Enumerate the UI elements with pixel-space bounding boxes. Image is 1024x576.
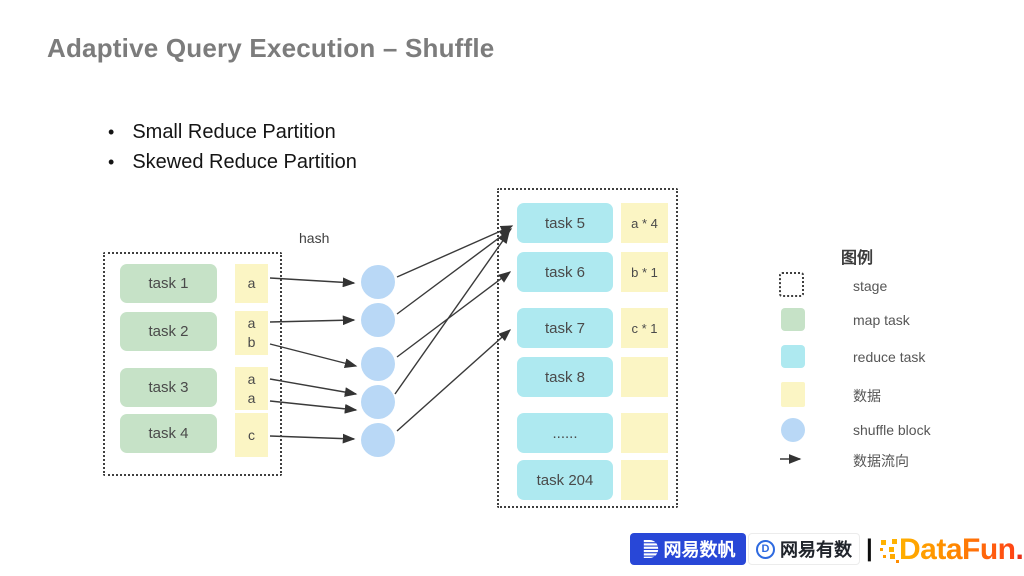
data-item: c <box>248 426 255 443</box>
shuffle-block-4 <box>361 385 395 419</box>
netease-youshu-logo: D 网易有数 <box>748 533 860 565</box>
legend-label-shuffle-block: shuffle block <box>853 422 931 438</box>
bullet-list: Small Reduce Partition Skewed Reduce Par… <box>108 117 357 177</box>
map-task-4: task 4 <box>120 414 217 453</box>
shuffle-block-5 <box>361 423 395 457</box>
data-item: a <box>247 370 256 387</box>
map-task-2: task 2 <box>120 312 217 351</box>
flow-arrow <box>394 230 510 395</box>
reduce-data-block-5 <box>621 413 668 453</box>
legend-label-map-task: map task <box>853 312 910 328</box>
shuffle-block-1 <box>361 265 395 299</box>
youshu-d-circle-icon: D <box>756 539 775 559</box>
youshu-logo-text: 网易有数 <box>780 540 852 560</box>
flow-arrow <box>396 271 512 358</box>
bullet-marker <box>108 117 132 147</box>
flow-arrow <box>269 378 358 397</box>
flow-arrow <box>269 400 358 414</box>
bullet-item: Small Reduce Partition <box>108 117 357 147</box>
hash-label: hash <box>299 230 330 246</box>
flow-arrow <box>396 329 512 432</box>
legend-label-data: 数据 <box>853 388 881 404</box>
legend-label-reduce-task: reduce task <box>853 349 926 365</box>
bullet-item: Skewed Reduce Partition <box>108 147 357 177</box>
logo-separator: | <box>866 535 873 562</box>
datafun-logo: DataFun . <box>878 531 1024 569</box>
datafun-logo-period: . <box>1015 533 1024 566</box>
shufan-logo-text: 网易数帆 <box>663 540 736 560</box>
page-title: Adaptive Query Execution – Shuffle <box>47 33 495 63</box>
data-item: b <box>247 334 256 350</box>
map-task-1: task 1 <box>120 264 217 303</box>
legend-shuffle-block-swatch <box>781 418 805 442</box>
map-data-block-2: a b <box>235 311 268 355</box>
flow-arrow <box>269 433 356 444</box>
datafun-pixel-dots-icon <box>878 537 899 563</box>
legend-label-stage: stage <box>853 278 888 294</box>
flow-arrow <box>269 315 356 326</box>
datafun-logo-text: DataFun <box>899 533 1016 566</box>
bullet-text: Small Reduce Partition <box>132 121 336 143</box>
flow-arrow <box>396 228 513 315</box>
map-task-3: task 3 <box>120 368 217 407</box>
legend-reduce-task-swatch <box>781 345 805 368</box>
shufan-d-stripes-icon <box>641 539 659 559</box>
flow-arrow <box>396 225 514 278</box>
map-stage-border <box>103 252 282 476</box>
legend-map-task-swatch <box>781 308 805 331</box>
reduce-task-7: task 7 <box>517 308 613 348</box>
reduce-data-block-4 <box>621 357 668 397</box>
reduce-task-ellipsis: ...... <box>517 413 613 453</box>
map-data-block-1: a <box>235 264 268 303</box>
netease-shufan-logo: 网易数帆 <box>630 533 746 565</box>
shuffle-block-2 <box>361 303 395 337</box>
bullet-text: Skewed Reduce Partition <box>132 151 357 173</box>
reduce-task-6: task 6 <box>517 252 613 292</box>
reduce-task-204: task 204 <box>517 460 613 500</box>
reduce-stage-border <box>497 188 678 508</box>
map-data-block-3: a a <box>235 367 268 410</box>
legend-stage-swatch <box>779 272 804 297</box>
reduce-data-block-2: b * 1 <box>621 252 668 292</box>
legend-title: 图例 <box>841 250 874 267</box>
reduce-data-block-6 <box>621 460 668 500</box>
data-item: a <box>247 315 256 331</box>
reduce-data-block-1: a * 4 <box>621 203 668 243</box>
map-data-block-4: c <box>235 413 268 457</box>
reduce-task-5: task 5 <box>517 203 613 243</box>
shuffle-block-3 <box>361 347 395 381</box>
data-item: a <box>247 389 256 406</box>
reduce-task-8: task 8 <box>517 357 613 397</box>
reduce-data-block-3: c * 1 <box>621 308 668 348</box>
flow-arrow <box>269 343 358 368</box>
legend-data-swatch <box>781 382 805 407</box>
data-item: a <box>247 275 256 291</box>
legend-label-data-flow: 数据流向 <box>853 453 909 469</box>
flow-arrow <box>269 277 356 288</box>
bullet-marker <box>108 147 132 177</box>
